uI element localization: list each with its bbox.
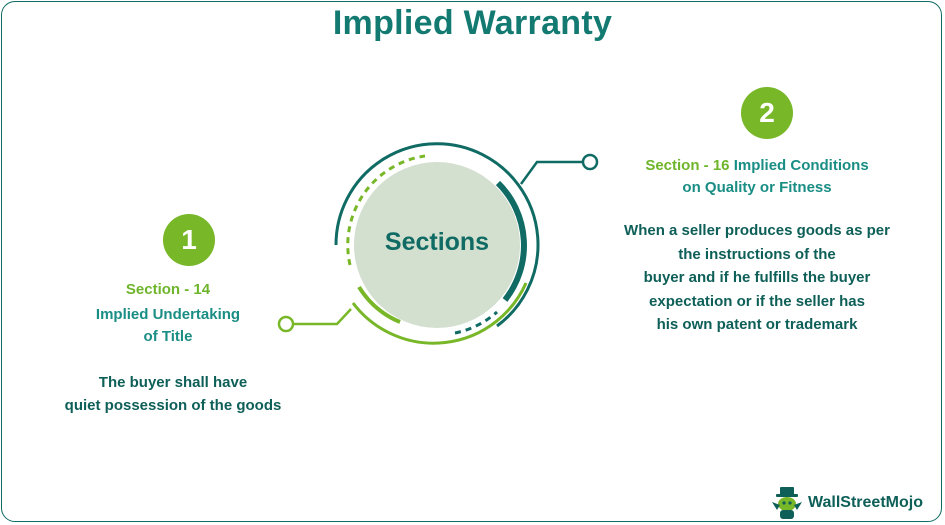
section-14-description: The buyer shall have quiet possession of…: [20, 371, 326, 417]
inner-arc-green: [357, 285, 401, 324]
section-16-heading: Section - 16 Implied Conditions on Quali…: [600, 155, 914, 199]
section-14-label: Section - 14: [125, 281, 211, 298]
heading-line: Implied Undertaking: [95, 306, 241, 323]
heading-line: of Title: [143, 328, 193, 345]
section-14-heading: Implied Undertaking of Title: [40, 304, 296, 348]
badge-1: 1: [163, 214, 215, 266]
inner-arc-teal: [495, 180, 527, 302]
description-line: When a seller produces goods as per: [624, 222, 890, 239]
heading-line: Section - 16 Implied Conditions: [600, 155, 914, 177]
page-title: Implied Warranty: [332, 4, 613, 42]
description-line: expectation or if the seller has: [649, 292, 865, 310]
outer-arc-teal: [334, 142, 540, 328]
center-circle: [354, 162, 520, 328]
outer-arc-green: [351, 282, 528, 345]
center-label: Sections: [384, 228, 490, 256]
description-line: his own patent or trademark: [656, 316, 858, 333]
connector-right-node: [581, 153, 599, 171]
description-line: buyer and if he fulfills the buyer: [643, 269, 871, 286]
logo-text: WallStreetMojo: [808, 494, 923, 511]
connector-left-node: [277, 315, 295, 333]
section-16-label: Section - 16: [645, 157, 730, 174]
description-line: quiet possession of the goods: [64, 397, 282, 414]
section-16-description: When a seller produces goods as per the …: [580, 219, 934, 337]
heading-line-2: on Quality or Fitness: [682, 179, 832, 196]
heading-line-1: Implied Conditions: [733, 157, 869, 174]
connector-right: [519, 160, 582, 185]
description-line: The buyer shall have: [98, 374, 248, 391]
badge-2: 2: [741, 87, 793, 139]
description-line: the instructions of the: [678, 245, 836, 263]
dashed-arc-teal: [454, 310, 498, 335]
mascot-icon: [772, 487, 802, 519]
wallstreetmojo-logo: WallStreetMojo: [770, 486, 923, 520]
connector-left: [293, 308, 352, 326]
